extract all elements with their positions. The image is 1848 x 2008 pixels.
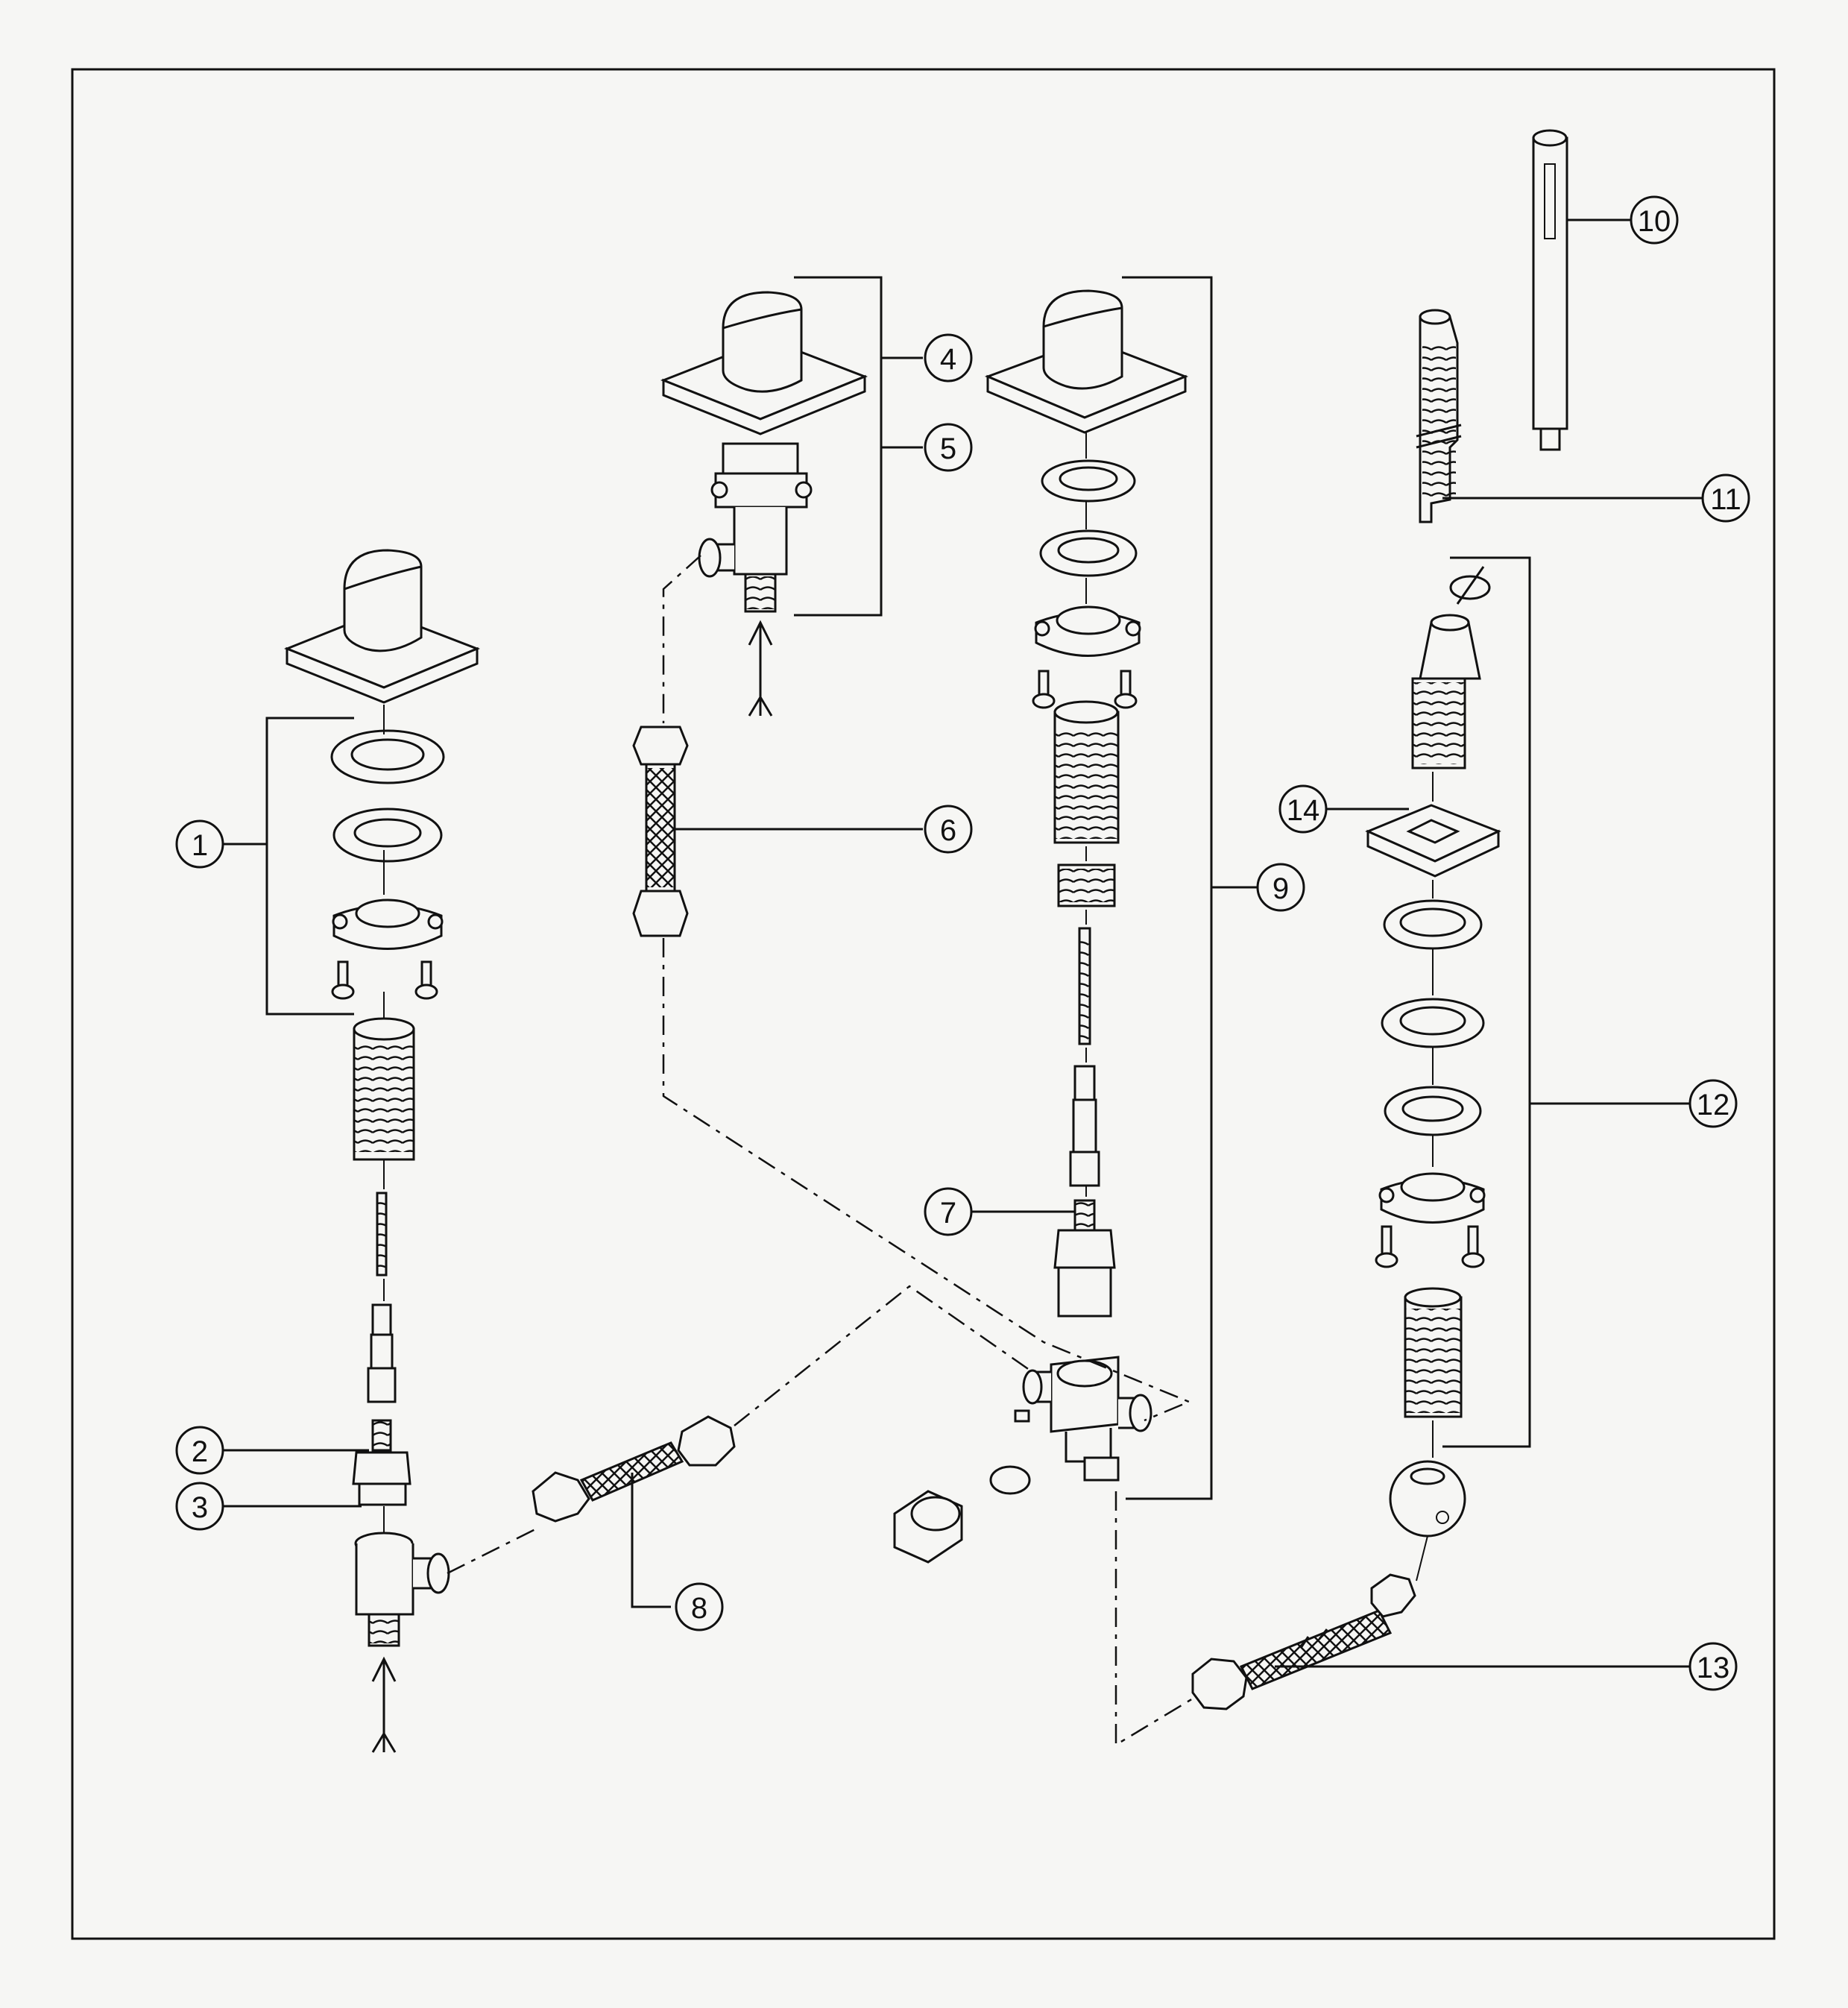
handshower-10 (1532, 129, 1568, 451)
callout-9: 9 (1256, 863, 1305, 912)
svg-text:7: 7 (940, 1197, 956, 1230)
callout-11: 11 (1701, 473, 1750, 523)
svg-text:6: 6 (940, 814, 956, 847)
svg-text:5: 5 (940, 432, 956, 465)
callout-12: 12 (1688, 1079, 1738, 1128)
diagram-frame (71, 68, 1776, 1940)
callout-3: 3 (175, 1482, 224, 1531)
svg-text:4: 4 (940, 343, 956, 376)
svg-text:13: 13 (1697, 1652, 1730, 1684)
flex-hose-8 (532, 1415, 736, 1523)
svg-text:11: 11 (1710, 483, 1741, 516)
svg-text:10: 10 (1638, 205, 1671, 238)
svg-text:2: 2 (192, 1435, 208, 1468)
shower-hose-11 (1416, 309, 1462, 523)
diverter-body (893, 1356, 1152, 1564)
left-valve-assembly (283, 549, 481, 1753)
right-valve-assembly (984, 289, 1189, 1318)
left-handle-plate (283, 549, 481, 704)
shower-elbow-assembly (1365, 575, 1501, 1538)
center-valve-assembly (660, 291, 868, 717)
svg-text:3: 3 (192, 1491, 208, 1524)
callout-10: 10 (1630, 195, 1679, 245)
callout-6: 6 (924, 805, 973, 854)
svg-text:1: 1 (192, 829, 208, 862)
svg-text:12: 12 (1697, 1089, 1730, 1121)
svg-text:8: 8 (691, 1592, 707, 1625)
callout-8: 8 (675, 1582, 724, 1631)
svg-text:14: 14 (1287, 794, 1320, 827)
flex-hose-13 (1191, 1573, 1416, 1710)
callout-2: 2 (175, 1426, 224, 1475)
svg-text:9: 9 (1273, 872, 1289, 905)
callout-4: 4 (924, 333, 973, 383)
connection-lines (447, 555, 1428, 1747)
callout-5: 5 (924, 423, 973, 472)
callout-1: 1 (175, 819, 224, 869)
callout-14: 14 (1278, 784, 1328, 834)
leader-lines (224, 218, 1703, 1668)
flex-hose-6 (632, 726, 689, 937)
callout-7: 7 (924, 1187, 973, 1236)
callout-13: 13 (1688, 1642, 1738, 1691)
